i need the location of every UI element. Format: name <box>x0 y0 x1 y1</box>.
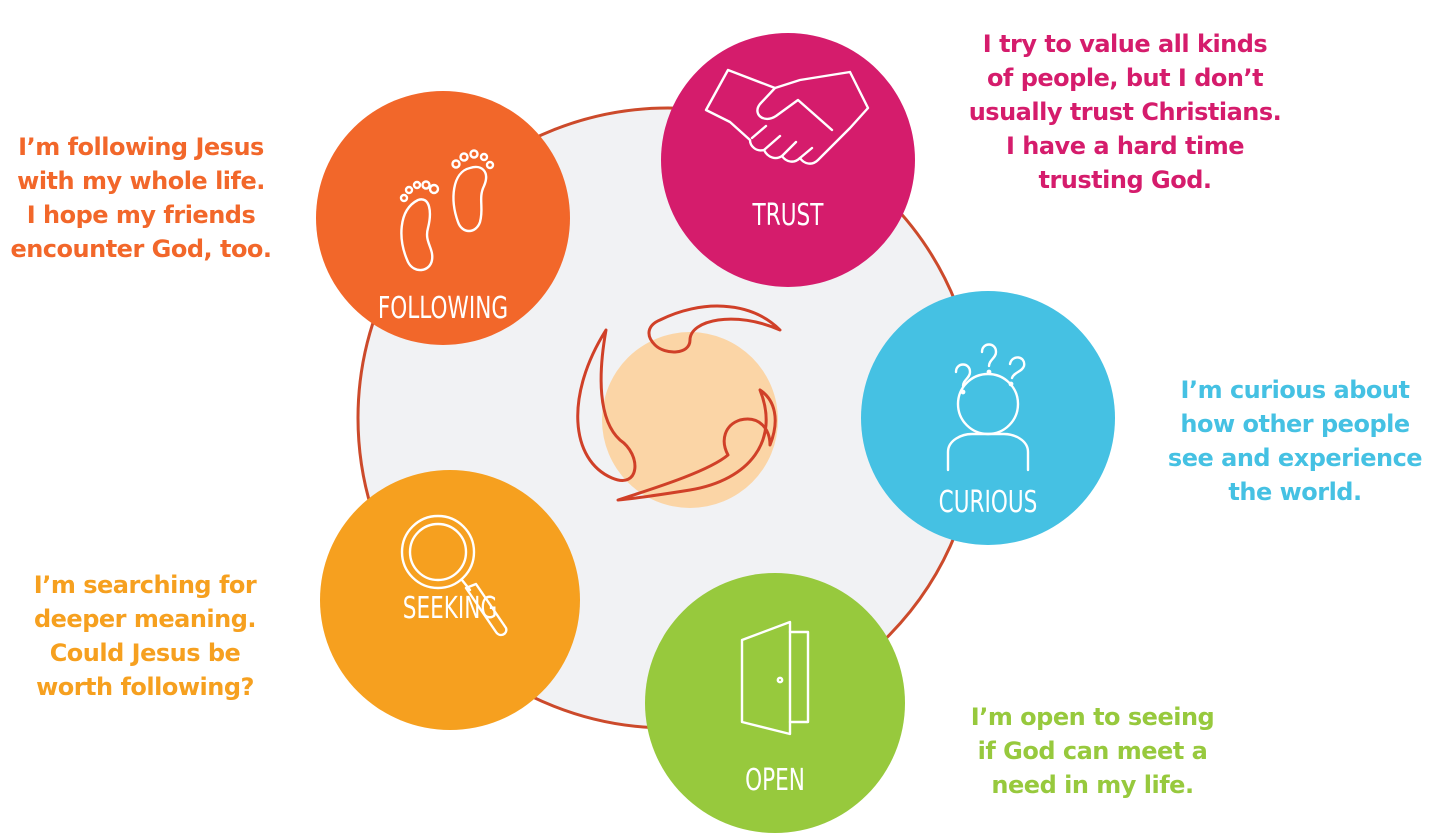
open-description-line: I’m open to seeing <box>970 703 1215 731</box>
open-door-icon <box>740 620 810 736</box>
curious-description-line: how other people <box>1180 410 1410 438</box>
stage-label-trust: TRUST <box>752 199 825 233</box>
stage-label-curious: CURIOUS <box>939 486 1038 520</box>
trust-description-line: I try to value all kinds <box>982 30 1268 58</box>
stage-label-seeking: SEEKING <box>403 592 497 626</box>
trust-description-line: trusting God. <box>1038 166 1212 194</box>
curious-description: I’m curious about how other people see a… <box>1155 373 1435 509</box>
stage-curious: CURIOUS <box>861 291 1115 545</box>
open-description-line: if God can meet a <box>977 737 1208 765</box>
curious-description-line: I’m curious about <box>1180 376 1410 404</box>
seeking-description-line: Could Jesus be <box>49 639 241 667</box>
person-questions-icon <box>946 343 1030 472</box>
stage-label-open: OPEN <box>745 764 805 798</box>
open-description-line: need in my life. <box>991 771 1194 799</box>
handshake-icon <box>704 68 870 165</box>
seeking-description-line: deeper meaning. <box>33 605 257 633</box>
curious-description-line: the world. <box>1228 478 1362 506</box>
following-description-line: I’m following Jesus <box>18 133 264 161</box>
trust-description-line: usually trust Christians. <box>968 98 1282 126</box>
seeking-description-line: I’m searching for <box>33 571 257 599</box>
stage-following: FOLLOWING <box>316 91 570 345</box>
stage-open: OPEN <box>645 573 905 833</box>
following-description-line: I hope my friends <box>26 201 256 229</box>
seeking-description: I’m searching for deeper meaning. Could … <box>10 568 280 704</box>
swirl-logo-icon <box>576 304 782 508</box>
stage-label-following: FOLLOWING <box>378 292 508 326</box>
curious-description-line: see and experience <box>1167 444 1423 472</box>
following-description: I’m following Jesus with my whole life. … <box>2 130 280 266</box>
magnifying-glass-icon <box>400 514 508 637</box>
trust-description: I try to value all kinds of people, but … <box>940 27 1310 197</box>
trust-description-line: I have a hard time <box>1005 132 1245 160</box>
seeking-description-line: worth following? <box>36 673 254 701</box>
trust-description-line: of people, but I don’t <box>986 64 1264 92</box>
open-description: I’m open to seeing if God can meet a nee… <box>950 700 1235 802</box>
following-description-line: encounter God, too. <box>10 235 272 263</box>
stage-trust: TRUST <box>661 33 915 287</box>
stage-seeking: SEEKING <box>320 470 580 730</box>
following-description-line: with my whole life. <box>17 167 265 195</box>
footprints-icon <box>399 149 495 272</box>
